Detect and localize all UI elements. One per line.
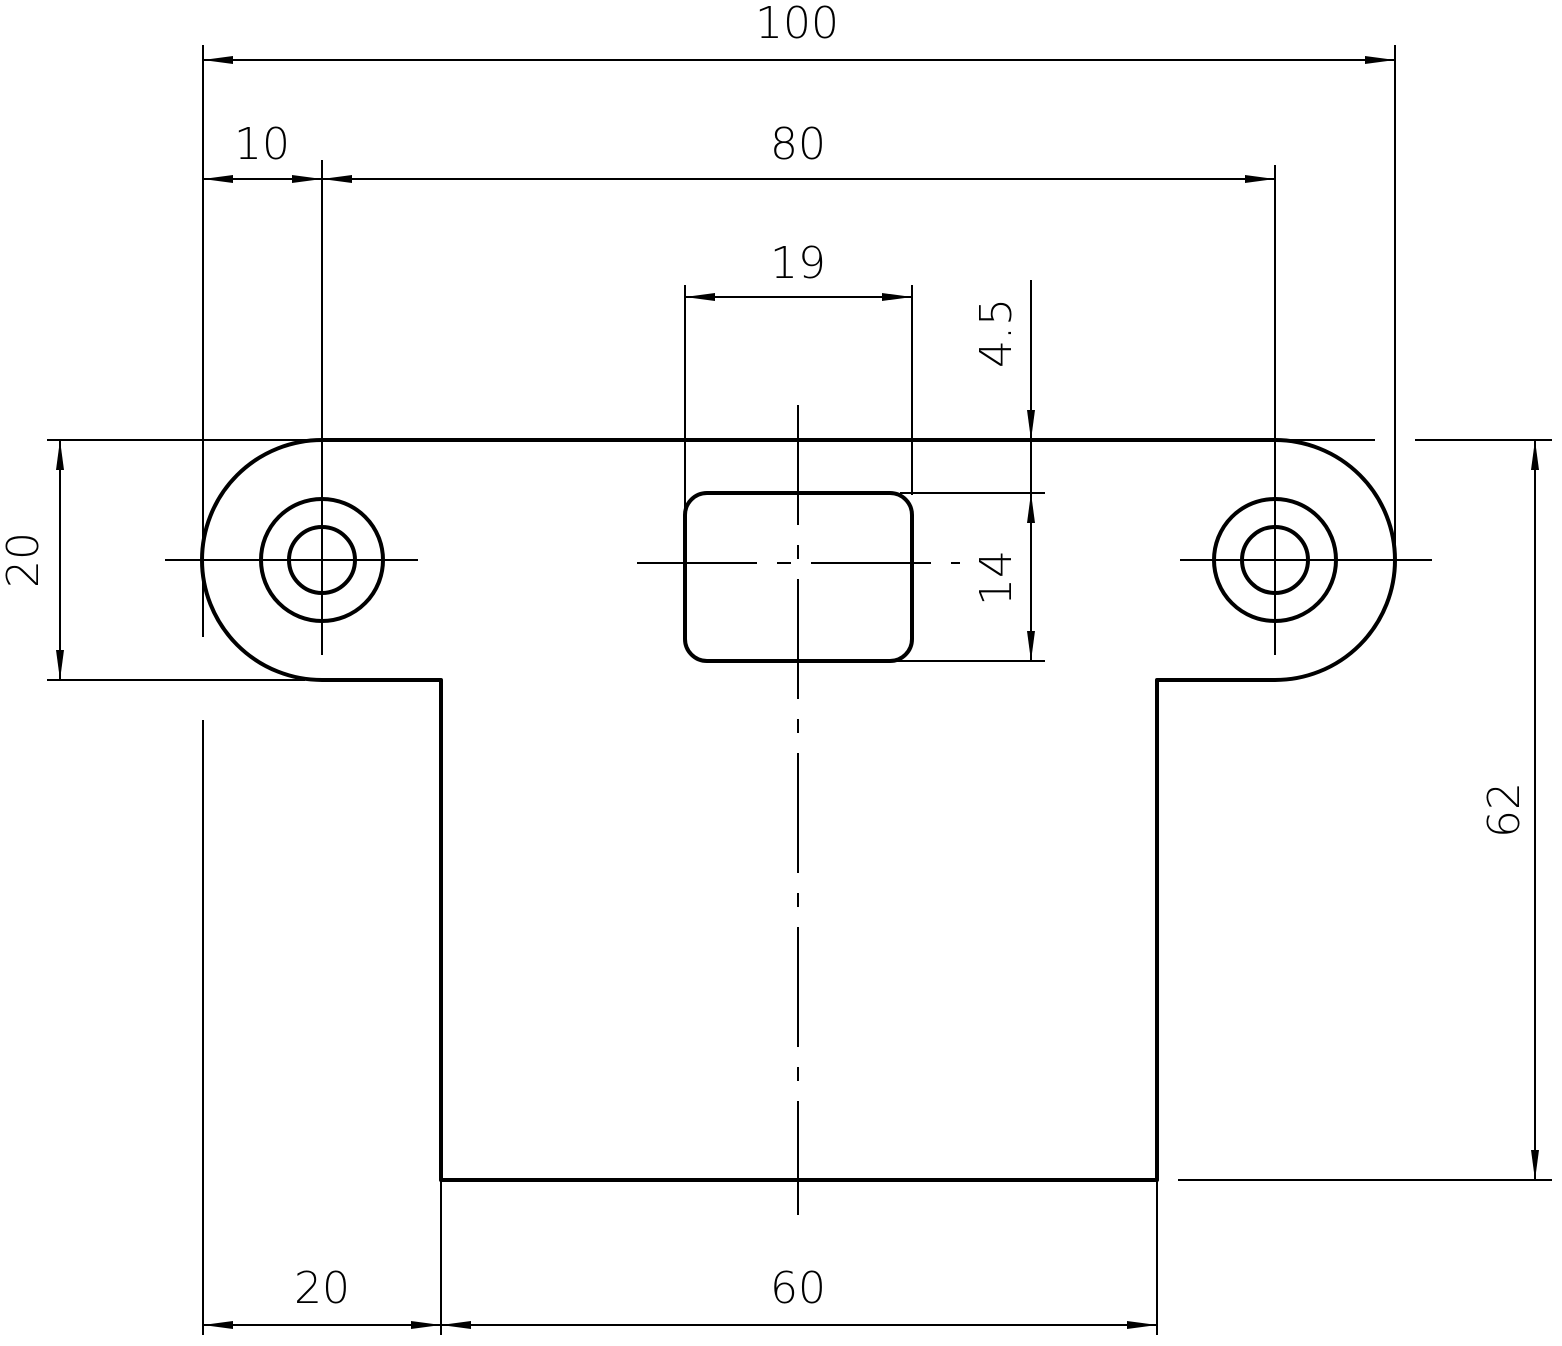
dim-hole-spacing: 80: [770, 119, 826, 170]
dim-hole-offset: 10: [234, 119, 290, 170]
dim-overall-height: 62: [1479, 782, 1530, 838]
centerlines: [165, 165, 1432, 1215]
dim-slot-offset-top: 4.5: [971, 298, 1022, 368]
dim-slot-width: 19: [770, 238, 826, 289]
dimension-lines: [56, 56, 1539, 1329]
dim-flange-height: 20: [0, 532, 49, 588]
extension-lines: [47, 45, 1552, 1335]
dim-slot-height: 14: [971, 550, 1022, 606]
dim-overall-width: 100: [755, 0, 839, 49]
dim-tongue-width: 60: [770, 1263, 826, 1314]
dim-tongue-offset: 20: [294, 1263, 350, 1314]
